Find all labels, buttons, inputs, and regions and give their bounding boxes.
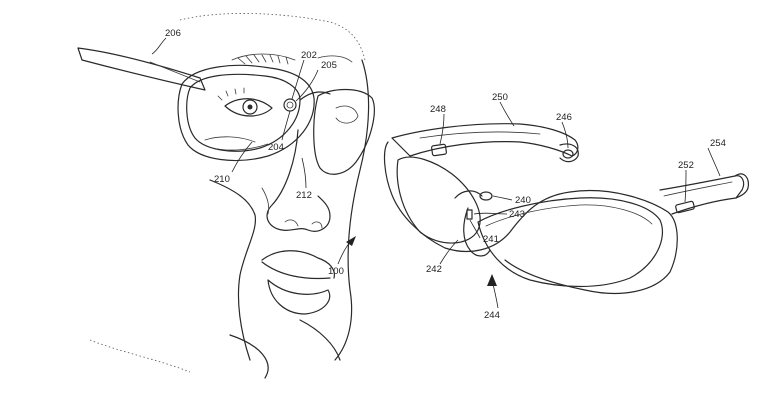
label-242: 242 xyxy=(426,264,442,275)
frame-right-lens xyxy=(314,90,375,175)
label-212: 212 xyxy=(296,190,312,201)
nose-bridge xyxy=(455,191,482,198)
temple-arm-206 xyxy=(78,48,205,90)
label-241: 241 xyxy=(483,234,499,245)
hair-outline xyxy=(180,13,365,60)
label-254: 254 xyxy=(710,138,726,149)
temple-arm-250 xyxy=(392,124,578,156)
label-244: 244 xyxy=(484,310,500,321)
temple-arm-254 xyxy=(660,176,744,214)
label-204: 204 xyxy=(268,142,284,153)
label-202: 202 xyxy=(301,50,317,61)
label-250: 250 xyxy=(492,92,508,103)
eye xyxy=(218,88,272,116)
lens-right xyxy=(478,198,662,287)
lens-left xyxy=(397,157,480,243)
reference-labels: 206 202 205 204 210 212 100 248 250 246 … xyxy=(165,28,726,321)
lips xyxy=(262,251,334,314)
label-240: 240 xyxy=(515,195,531,206)
label-246: 246 xyxy=(556,112,572,123)
chin-jaw xyxy=(300,320,340,360)
label-205: 205 xyxy=(321,60,337,71)
label-243: 243 xyxy=(509,209,525,220)
label-206: 206 xyxy=(165,28,181,39)
face-contour xyxy=(210,180,255,360)
neck-outline xyxy=(90,340,190,372)
label-210: 210 xyxy=(214,174,230,185)
sensor-241 xyxy=(467,210,472,219)
label-252: 252 xyxy=(678,160,694,171)
bridge-sensor xyxy=(284,92,330,111)
label-248: 248 xyxy=(430,104,446,115)
label-100: 100 xyxy=(328,266,344,277)
